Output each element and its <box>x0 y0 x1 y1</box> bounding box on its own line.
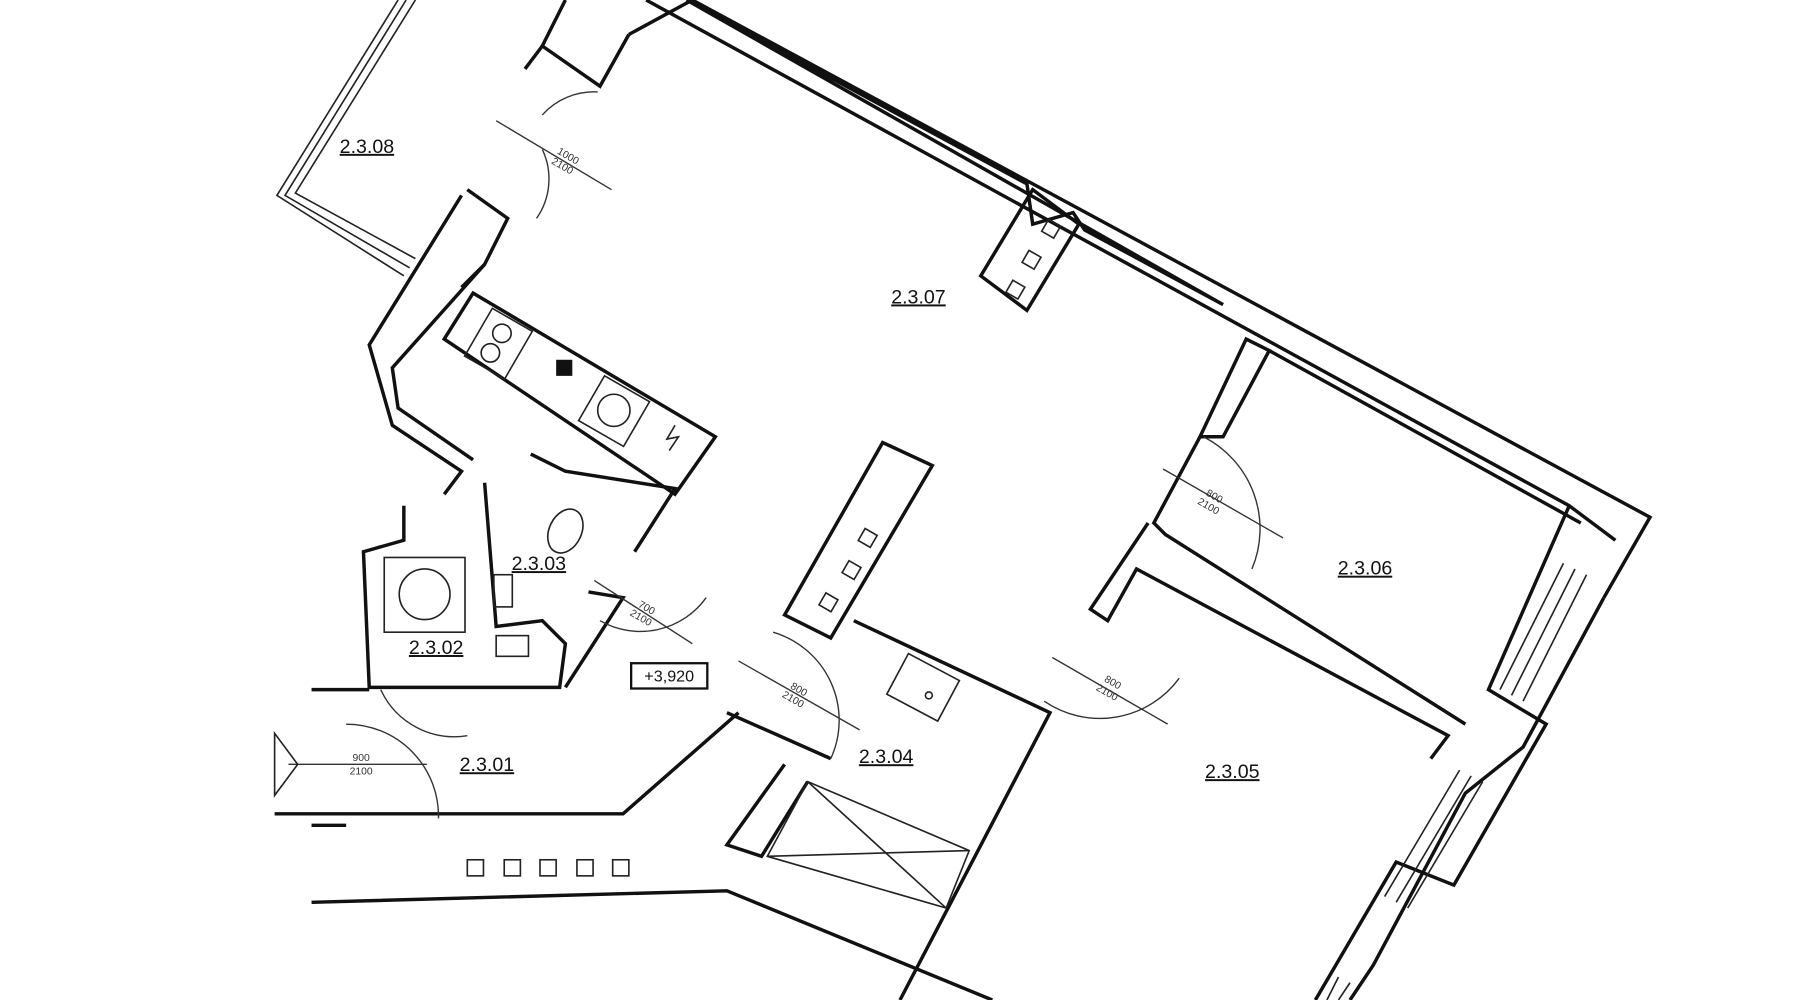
stove-burner-icon <box>491 323 512 344</box>
room-labels: 2.3.08 2.3.07 2.3.06 2.3.05 2.3.04 2.3.0… <box>340 136 1393 783</box>
entrance-arrow-icon <box>273 730 299 798</box>
bathroom-fixtures <box>383 508 971 910</box>
door-height: 2100 <box>350 767 373 778</box>
level-mark: +3,920 <box>630 662 709 690</box>
electric-icon <box>665 424 681 452</box>
room-label-2-3-01: 2.3.01 <box>460 754 514 776</box>
stove-burner-icon <box>480 342 501 363</box>
doors <box>273 91 1284 819</box>
level-mark-text: +3,920 <box>644 668 694 686</box>
sink-icon <box>577 374 651 448</box>
toilet-icon <box>546 508 584 554</box>
windows <box>1326 562 1588 1000</box>
interior-walls <box>311 0 1582 1000</box>
room-label-2-3-08: 2.3.08 <box>340 136 395 158</box>
shower-icon <box>766 780 971 910</box>
balcony-outline <box>275 0 417 277</box>
room-label-2-3-06: 2.3.06 <box>1338 558 1393 580</box>
room-label-2-3-05: 2.3.05 <box>1205 761 1260 783</box>
kitchen-fixtures <box>463 307 681 452</box>
room-label-2-3-03: 2.3.03 <box>512 553 567 575</box>
door-width: 900 <box>352 753 370 764</box>
room-label-2-3-07: 2.3.07 <box>891 286 945 308</box>
ventilation-shafts <box>466 218 1062 877</box>
appliance-icon <box>556 359 573 376</box>
washing-machine-icon <box>383 556 466 633</box>
exterior-walls <box>274 0 1653 1000</box>
room-label-2-3-04: 2.3.04 <box>859 746 914 768</box>
room-label-2-3-02: 2.3.02 <box>409 637 463 659</box>
washbasin-icon <box>885 652 961 723</box>
